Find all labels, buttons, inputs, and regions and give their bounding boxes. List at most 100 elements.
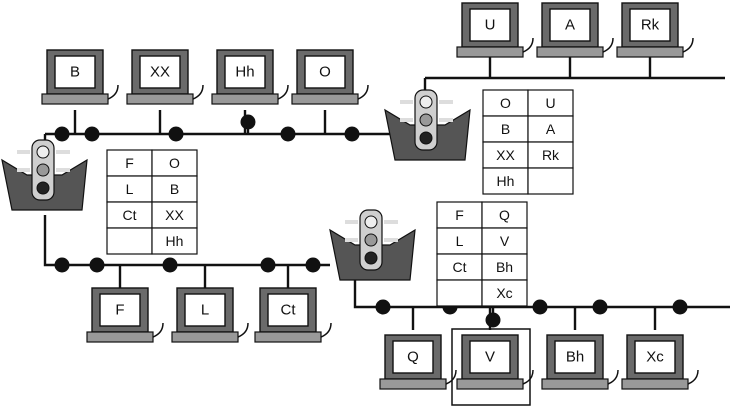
- station-tap: [54, 126, 70, 142]
- table-cell: [151, 227, 198, 255]
- station-tap: [592, 299, 608, 315]
- cell-text: XX: [165, 207, 184, 223]
- station-tap: [375, 299, 391, 315]
- host-Hh: Hh: [211, 49, 289, 105]
- table-cell: [527, 89, 574, 117]
- table-cell: [482, 167, 529, 195]
- cell-text: L: [126, 181, 134, 197]
- keyboard-icon: [456, 46, 524, 58]
- cell-text: Ct: [453, 259, 467, 275]
- host-label: Bh: [566, 349, 584, 366]
- table-cell: [106, 149, 153, 177]
- host-Bh: Bh: [541, 334, 619, 390]
- table-cell: [481, 279, 528, 307]
- host-label: O: [319, 64, 331, 81]
- host-label: Rk: [641, 17, 660, 34]
- cell-text: Xc: [496, 285, 512, 301]
- cell-text: Rk: [542, 147, 560, 163]
- host-label: B: [70, 64, 80, 81]
- cell-text: Hh: [166, 233, 184, 249]
- table-cell: [436, 201, 483, 229]
- station-tap: [532, 299, 548, 315]
- station-tap: [305, 257, 321, 273]
- keyboard-icon: [126, 93, 194, 105]
- station-tap: [672, 299, 688, 315]
- host-label: Xc: [646, 349, 664, 366]
- station-tap: [162, 257, 178, 273]
- table-cell: [151, 175, 198, 203]
- bridge-top-right: [384, 89, 471, 161]
- host-L: L: [171, 287, 249, 343]
- host-label: A: [565, 17, 575, 34]
- table-cell: [527, 115, 574, 143]
- host-label: L: [201, 302, 209, 319]
- host-V: V: [456, 334, 534, 390]
- lan-segment-bottom-left: [43, 215, 330, 267]
- bridge-middle: [329, 209, 416, 281]
- station-tap: [89, 257, 105, 273]
- cell-text: B: [170, 181, 179, 197]
- host-Rk: Rk: [616, 2, 694, 58]
- host-B: B: [41, 49, 119, 105]
- table-cell: [151, 149, 198, 177]
- station-tap: [168, 126, 184, 142]
- cell-text: Hh: [497, 173, 515, 189]
- station-tap: [344, 126, 360, 142]
- cell-text: U: [545, 95, 555, 111]
- keyboard-icon: [536, 46, 604, 58]
- keyboard-icon: [291, 93, 359, 105]
- cell-text: B: [501, 121, 510, 137]
- host-label: F: [115, 302, 124, 319]
- host-Q: Q: [379, 334, 457, 390]
- keyboard-icon: [541, 378, 609, 390]
- cell-text: XX: [496, 147, 515, 163]
- host-Xc: Xc: [621, 334, 699, 390]
- selected-host-frame: [451, 328, 531, 406]
- host-label: XX: [150, 64, 170, 81]
- keyboard-icon: [211, 93, 279, 105]
- table-cell: [527, 141, 574, 169]
- station-tap: [280, 126, 296, 142]
- keyboard-icon: [86, 331, 154, 343]
- keyboard-icon: [254, 331, 322, 343]
- table-cell: [106, 227, 153, 255]
- cell-text: L: [456, 233, 464, 249]
- cell-text: F: [125, 155, 134, 171]
- cell-text: Bh: [496, 259, 513, 275]
- lan-links: [43, 55, 730, 330]
- keyboard-icon: [616, 46, 684, 58]
- host-U: U: [456, 2, 534, 58]
- cell-text: O: [500, 95, 511, 111]
- host-label: Q: [407, 349, 419, 366]
- table-left: F O L B Ct XX Hh: [106, 149, 198, 255]
- cell-text: V: [500, 233, 510, 249]
- table-cell: [527, 167, 574, 195]
- cell-text: A: [546, 121, 556, 137]
- host-label: Ct: [281, 302, 297, 319]
- table-cell: [481, 253, 528, 281]
- host-XX: XX: [126, 49, 204, 105]
- keyboard-icon: [171, 331, 239, 343]
- keyboard-icon: [41, 93, 109, 105]
- table-cell: [482, 89, 529, 117]
- host-label: V: [485, 349, 495, 366]
- host-Ct: Ct: [254, 287, 332, 343]
- host-O: O: [291, 49, 369, 105]
- keyboard-icon: [379, 378, 447, 390]
- host-F: F: [86, 287, 164, 343]
- host-label: Hh: [235, 64, 254, 81]
- cell-text: O: [169, 155, 180, 171]
- keyboard-icon: [456, 378, 524, 390]
- cell-text: Ct: [123, 207, 137, 223]
- station-tap: [84, 126, 100, 142]
- table-cell: [482, 115, 529, 143]
- station-tap: [54, 257, 70, 273]
- table-cell: [481, 227, 528, 255]
- keyboard-icon: [621, 378, 689, 390]
- host-A: A: [536, 2, 614, 58]
- table-cell: [151, 201, 198, 229]
